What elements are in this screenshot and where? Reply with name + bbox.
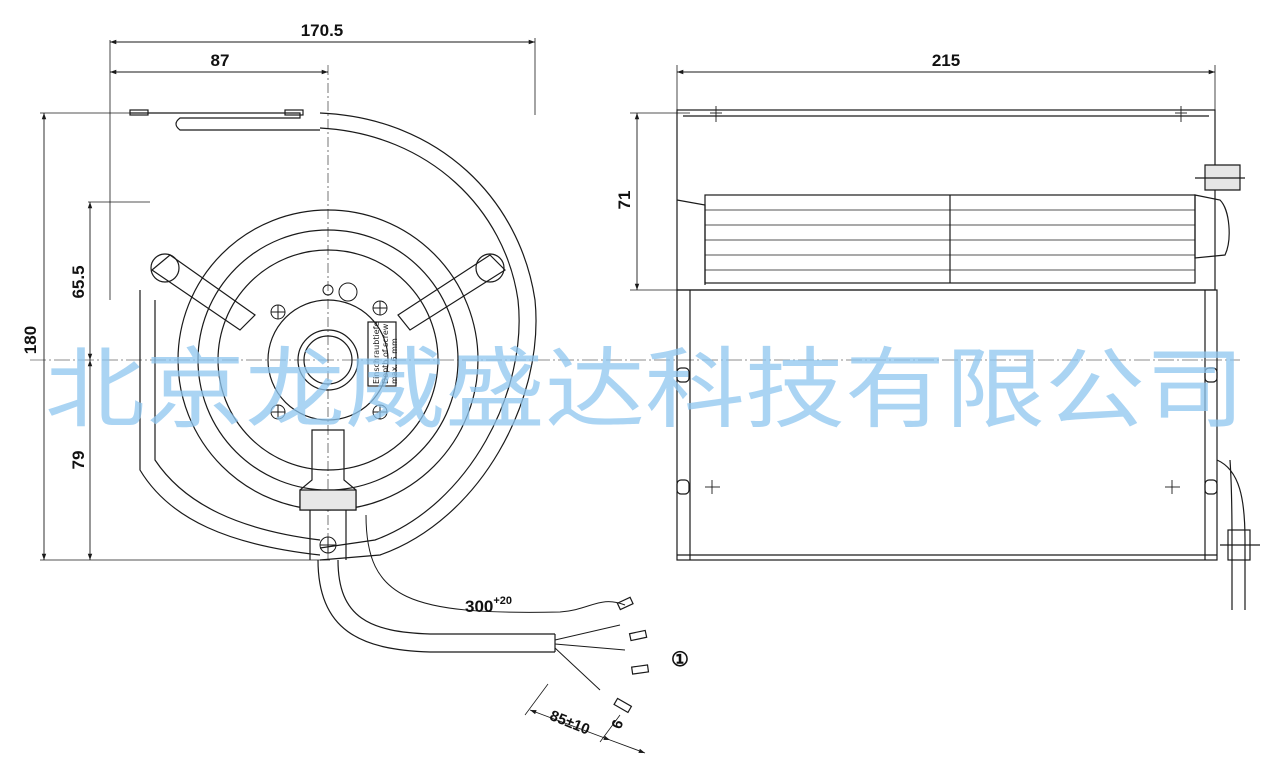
- side-view: [630, 65, 1260, 610]
- front-view: [30, 38, 1240, 754]
- dim-front-width: 170.5: [301, 21, 344, 40]
- label-line-1: Einschraubtiefe: [372, 322, 381, 384]
- dim-cable-length: 300+20: [465, 595, 512, 616]
- watermark: 北京龙威盛达科技有限公司: [45, 338, 1245, 441]
- dim-lower-offset: 79: [69, 451, 88, 470]
- dim-upper-offset: 65.5: [69, 265, 88, 298]
- label-line-2: Depth of screw: [381, 323, 390, 384]
- dim-cable-length-tolerance: +20: [493, 595, 512, 607]
- label-plate: Einschraubtiefe Depth of screw max. 6 mm: [372, 322, 399, 384]
- dim-lead-length: 85±10: [547, 707, 592, 738]
- reference-mark: ①: [671, 649, 689, 671]
- dim-side-width: 215: [932, 51, 960, 70]
- dim-side-height: 71: [615, 191, 634, 210]
- label-line-3: max. 6 mm: [390, 338, 399, 384]
- dim-front-half-width: 87: [211, 51, 230, 70]
- dim-strip-length: 6: [608, 718, 627, 732]
- dim-cable-length-value: 300: [465, 597, 493, 616]
- dim-front-height: 180: [21, 326, 40, 354]
